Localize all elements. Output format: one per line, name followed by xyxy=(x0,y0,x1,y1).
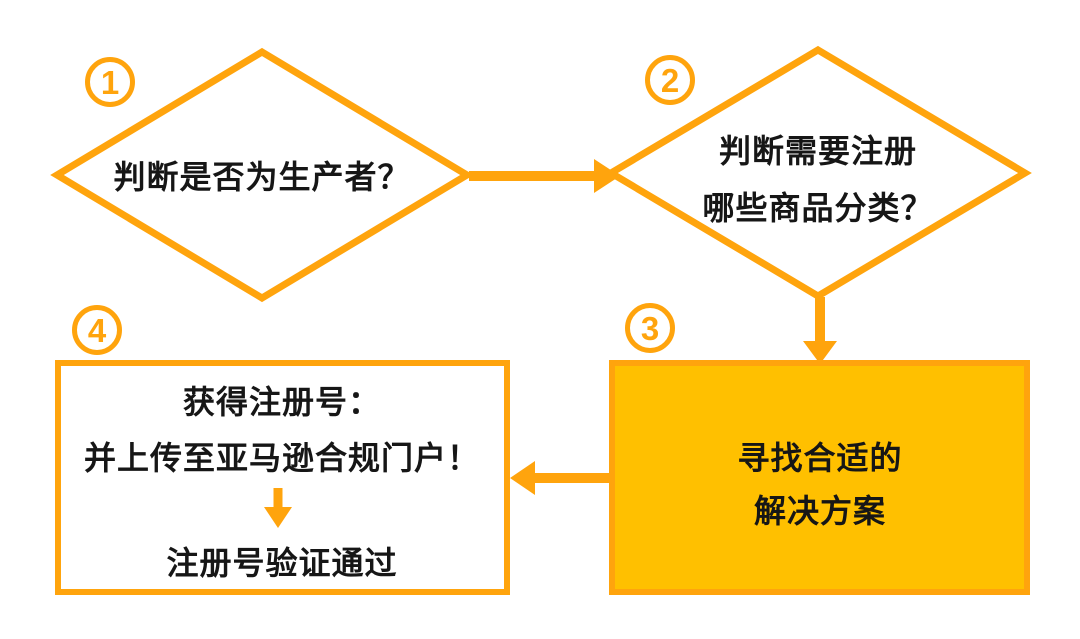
step3-label-line1: 寻找合适的 xyxy=(737,440,903,476)
arrow-right-icon-step1-step2 xyxy=(469,159,620,193)
step4-label-line3: 注册号验证通过 xyxy=(166,545,398,581)
step4-label-line1: 获得注册号： xyxy=(182,384,382,420)
step2-number-badge: 2 xyxy=(645,55,695,105)
step1-diamond-shape xyxy=(50,47,474,303)
step4-rect-shape xyxy=(55,360,510,595)
step4-number-badge: 4 xyxy=(72,305,122,355)
step4-label-line2: 并上传至亚马逊合规门户！ xyxy=(83,440,481,476)
step2-diamond-shape xyxy=(604,45,1032,301)
arrow-down-icon-step4-internal xyxy=(264,488,292,528)
step1-label: 判断是否为生产者？ xyxy=(113,159,411,195)
step3-rect-shape xyxy=(609,360,1030,595)
step3-label-line2: 解决方案 xyxy=(753,493,887,529)
step2-label-line2: 哪些商品分类？ xyxy=(702,190,934,226)
step1-number-badge: 1 xyxy=(85,57,135,107)
step3-number-badge: 3 xyxy=(625,303,675,353)
step2-label-line1: 判断需要注册 xyxy=(718,133,918,169)
arrow-down-icon-step2-step3 xyxy=(803,297,837,364)
arrow-left-icon-step3-step4 xyxy=(510,461,611,495)
